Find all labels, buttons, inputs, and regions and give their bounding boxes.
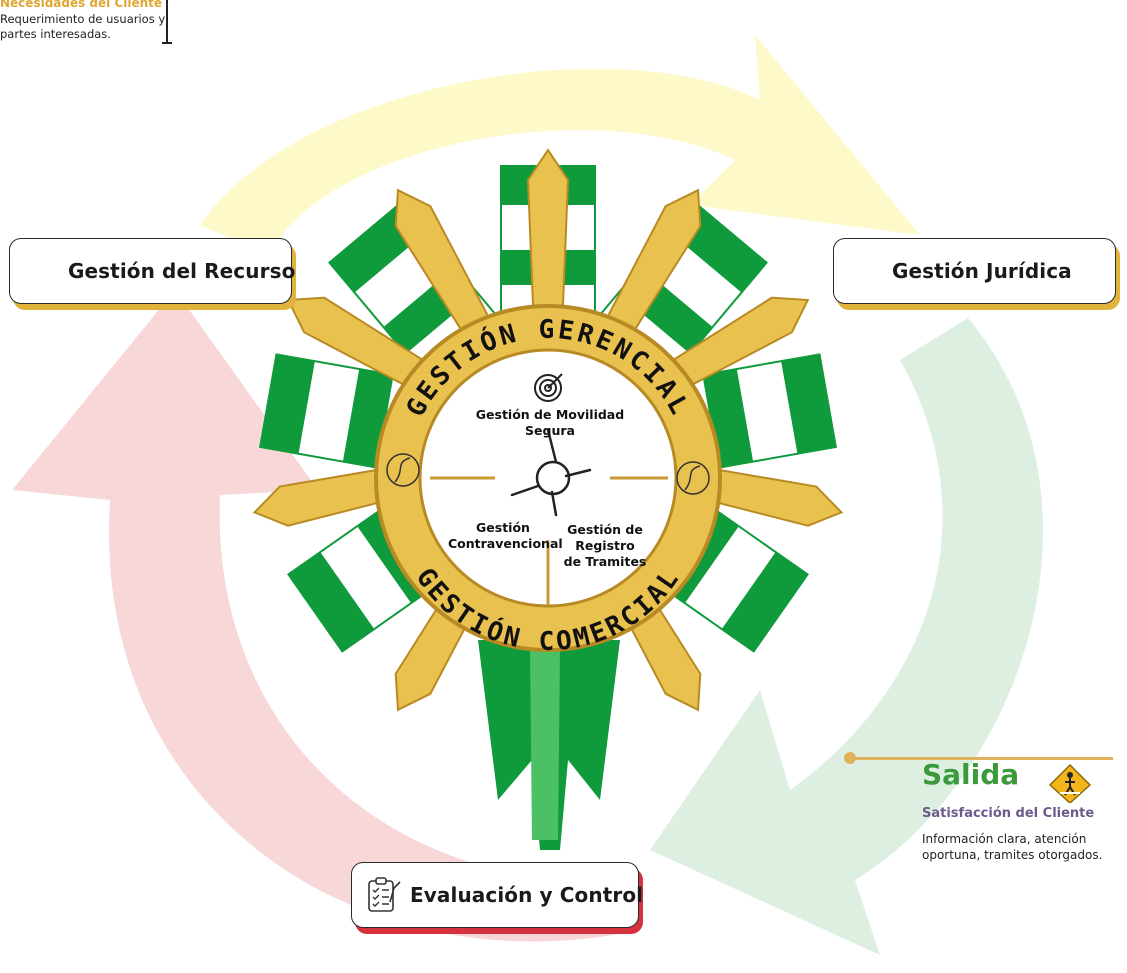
yellow-cycle-arrow: [200, 35, 920, 255]
center-left-line-2: Contravencional: [448, 536, 563, 551]
input-bracket-tick: [162, 42, 172, 44]
center-right-line-1: Gestión de: [567, 522, 643, 537]
center-right-label: Gestión de Registro de Tramites: [555, 522, 655, 570]
gestion-juridica-box: Gestión Jurídica: [833, 238, 1116, 304]
center-top-label: Gestión de Movilidad Segura: [475, 407, 625, 438]
road-icon: [676, 461, 710, 495]
output-subtitle: Satisfacción del Cliente: [922, 806, 1095, 821]
center-right-line-2: Registro: [575, 538, 635, 553]
center-left-label: Gestión Contravencional: [448, 520, 563, 552]
target-icon: [534, 373, 563, 402]
evaluacion-control-label: Evaluación y Control: [410, 883, 644, 907]
recurso-icon-space: [22, 252, 60, 290]
input-title: Necesidades del Cliente: [0, 0, 163, 10]
output-description: Información clara, atención oportuna, tr…: [922, 832, 1103, 862]
output-dot: [844, 752, 856, 764]
gestion-recurso-label: Gestión del Recurso: [68, 259, 296, 283]
road-icon: [386, 453, 420, 487]
red-cycle-arrow: [12, 290, 640, 942]
input-bracket: [166, 0, 168, 42]
clipboard-checklist-icon: [368, 877, 401, 912]
green-cycle-arrow: [650, 318, 1044, 955]
joined-hands-icon: [510, 428, 592, 517]
evaluacion-control-box: Evaluación y Control: [351, 862, 643, 928]
output-line: [851, 757, 1113, 760]
gestion-recurso-box: Gestión del Recurso: [9, 238, 296, 304]
gestion-juridica-label: Gestión Jurídica: [892, 259, 1072, 283]
output-title: Salida: [922, 758, 1020, 791]
medallion-dividers: [430, 476, 668, 605]
juridica-icon-space: [846, 252, 884, 290]
input-description: Requerimiento de usuarios y partes inter…: [0, 12, 166, 41]
center-right-line-3: de Tramites: [563, 554, 647, 569]
pedestrian-crossing-icon: [1048, 763, 1092, 803]
center-left-line-1: Gestión: [476, 520, 530, 535]
input-block: Necesidades del Cliente Requerimiento de…: [0, 0, 170, 42]
